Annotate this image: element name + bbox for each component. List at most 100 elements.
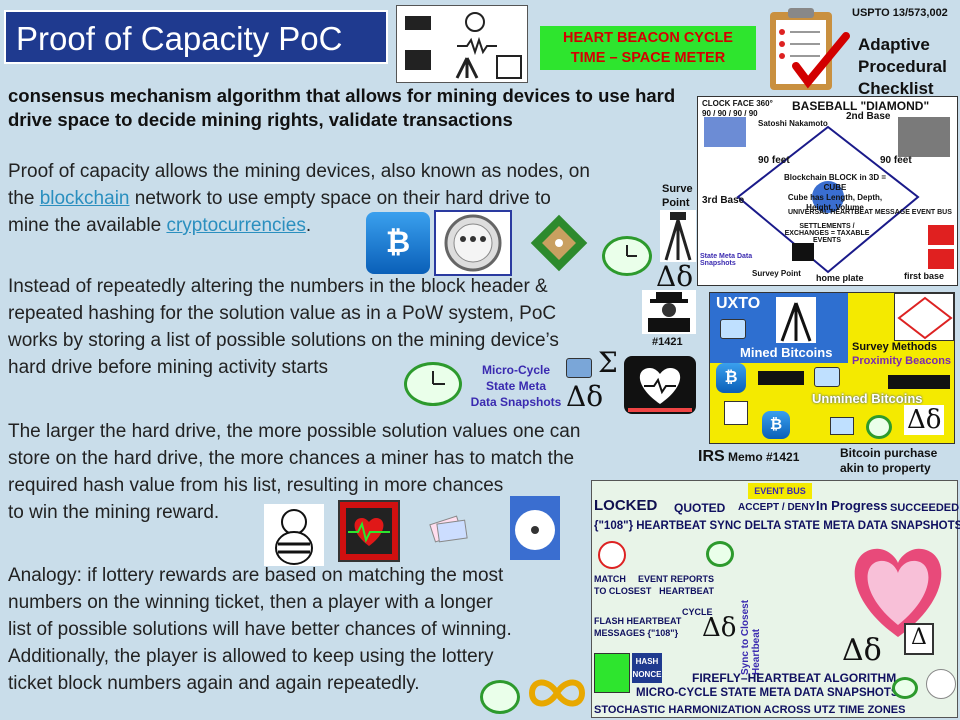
survey-methods-image	[894, 293, 954, 341]
paragraph-line: list of possible solutions will have bet…	[8, 619, 512, 640]
paragraph-line: Instead of repeatedly altering the numbe…	[8, 276, 548, 297]
cryptocurrencies-link[interactable]: cryptocurrencies	[166, 215, 306, 236]
block-cube-label: Blockchain BLOCK in 3D = CUBE Cube has L…	[780, 173, 890, 213]
ekg-icon	[598, 541, 626, 569]
paragraph-line: works by storing a list of possible solu…	[8, 330, 559, 351]
page-title: Proof of Capacity PoC	[4, 10, 388, 64]
tripod-icon	[776, 297, 816, 343]
camera-icon	[720, 319, 746, 339]
delta-lower-glyph: δ	[586, 380, 604, 413]
paragraph-line: to win the mining reward.	[8, 502, 220, 523]
paragraph-line: Proof of capacity allows the mining devi…	[8, 161, 590, 182]
diamond-diagram-graphic	[704, 117, 954, 274]
label-line: State Meta	[485, 379, 547, 393]
satoshi-label: Satoshi Nakamoto	[758, 119, 828, 128]
label-line: CLOCK FACE 360°	[702, 99, 773, 108]
label-line: akin to property	[840, 461, 931, 475]
banner-line-2: TIME – SPACE METER	[570, 50, 726, 66]
label-line: HASH	[635, 657, 659, 666]
delta-upper-glyph: Δ	[566, 380, 587, 413]
ic-package-image	[396, 5, 528, 83]
heart-monitor-icon	[624, 356, 696, 414]
label-line: Point	[662, 197, 690, 209]
purchase-caption: Bitcoin purchase akin to property	[840, 446, 937, 476]
checklist-caption-line: Adaptive	[858, 35, 930, 54]
delta-lower-glyph: δ	[720, 613, 737, 643]
settlements-label: SETTLEMENTS / EXCHANGES = TAXABLE EVENTS	[784, 223, 870, 244]
text-span: the	[8, 188, 40, 209]
book-icon	[594, 653, 630, 693]
third-base-label: 3rd Base	[702, 195, 745, 206]
flash-label: FLASH HEARTBEAT MESSAGES {"108"}	[594, 615, 681, 639]
clock-face-label: CLOCK FACE 360° 90 / 90 / 90 / 90	[702, 99, 773, 119]
baseball-title: BASEBALL "DIAMOND"	[792, 99, 930, 113]
proximity-label: Proximity Beacons	[852, 355, 952, 367]
checklist-caption: Adaptive Procedural Checklist	[858, 34, 947, 100]
bitcoin-icon: ₿	[716, 363, 746, 393]
label-line: EVENT REPORTS	[638, 574, 715, 584]
subtitle: consensus mechanism algorithm that allow…	[8, 85, 676, 130]
match-label: MATCH TO CLOSEST	[594, 573, 651, 597]
paragraph-line: ticket block numbers again and again rep…	[8, 673, 420, 694]
banner-line-1: HEART BEACON CYCLE	[563, 30, 733, 46]
label-line: MESSAGES {"108"}	[594, 628, 679, 638]
irs-agent-icon	[642, 290, 696, 334]
heartbeat-strip-icon	[888, 375, 950, 389]
delta-symbols: Δδ	[566, 380, 603, 413]
clock-icon	[706, 541, 734, 567]
survey-tripod-icon	[660, 210, 696, 262]
mined-bitcoins-label: Mined Bitcoins	[740, 345, 833, 360]
checklist-icon	[770, 8, 850, 90]
camera-icon	[830, 417, 854, 435]
label-line: FLASH HEARTBEAT	[594, 616, 682, 626]
state-meta-label: State Meta Data Snapshots	[700, 253, 753, 267]
label-line: MATCH	[594, 574, 626, 584]
baseball-diamond-icon	[528, 212, 590, 274]
label-line: Micro-Cycle	[481, 363, 551, 377]
heart-beacon-banner: HEART BEACON CYCLE TIME – SPACE METER	[540, 26, 756, 70]
firefly-label: FIREFLY–HEARTBEAT ALGORITHM	[692, 671, 897, 685]
delta-box: Δ	[904, 623, 934, 655]
paragraph-line: repeated hashing for the solution value …	[8, 303, 557, 324]
text-span: .	[305, 215, 312, 236]
clock-icon	[602, 236, 652, 276]
feet-label: 90 feet	[880, 155, 912, 166]
feet-label: 90 feet	[758, 155, 790, 166]
paragraph-line: hard drive before mining activity starts	[8, 357, 328, 378]
meter-image	[434, 210, 512, 276]
universal-bus-label: UNIVERSAL HEARTBEAT MESSAGE EVENT BUS	[788, 209, 952, 216]
scales-icon	[926, 669, 956, 699]
survey-point-label: Surve Point	[662, 182, 693, 210]
uxto-panel: UXTO Mined Bitcoins Survey Methods Proxi…	[709, 292, 955, 444]
lottery-tickets-icon	[428, 512, 470, 546]
label-line: Bitcoin purchase	[840, 446, 938, 460]
home-plate-label: home plate	[816, 273, 864, 283]
label-line: Data Snapshots	[470, 395, 562, 409]
meter-icon	[444, 214, 502, 272]
paragraph-line: The larger the hard drive, the more poss…	[8, 421, 581, 442]
delta-upper-glyph: Δ	[702, 613, 721, 643]
heart-ekg-icon	[338, 500, 400, 562]
uspto-number: USPTO 13/573,002	[852, 7, 948, 19]
paragraph-3: The larger the hard drive, the more poss…	[8, 418, 688, 526]
circuit-diagram-icon	[405, 12, 522, 79]
label-line: HEARTBEAT	[659, 586, 715, 596]
paragraph-line: mine the available cryptocurrencies.	[8, 212, 698, 239]
paragraph-line: the blockchain network to use empty spac…	[8, 185, 698, 212]
blockchain-link[interactable]: blockchain	[39, 188, 130, 209]
firefly-heartbeat-diagram: LOCKED QUOTED EVENT BUS ACCEPT / DENY In…	[591, 480, 960, 718]
ekg-icon	[724, 401, 748, 425]
memo-text: Memo #1421	[724, 450, 800, 464]
label-line: NONCE	[632, 670, 662, 679]
camera-icon	[814, 367, 840, 387]
delta-lower-glyph: δ	[863, 633, 882, 668]
first-base-label: first base	[904, 271, 945, 281]
quoted-label: QUOTED	[674, 501, 726, 515]
paragraph-line: Analogy: if lottery rewards are based on…	[8, 565, 504, 586]
clock-icon	[404, 362, 462, 406]
baseball-diamond-diagram: BASEBALL "DIAMOND" CLOCK FACE 360° 90 / …	[697, 96, 958, 286]
hash-nonce-tag: HASH NONCE	[632, 653, 662, 683]
checklist-clipboard-image	[762, 6, 850, 94]
text-span: network to use empty space on their hard…	[129, 188, 551, 209]
micro-cycle-label: Micro-Cycle State Meta Data Snapshots	[466, 362, 566, 410]
